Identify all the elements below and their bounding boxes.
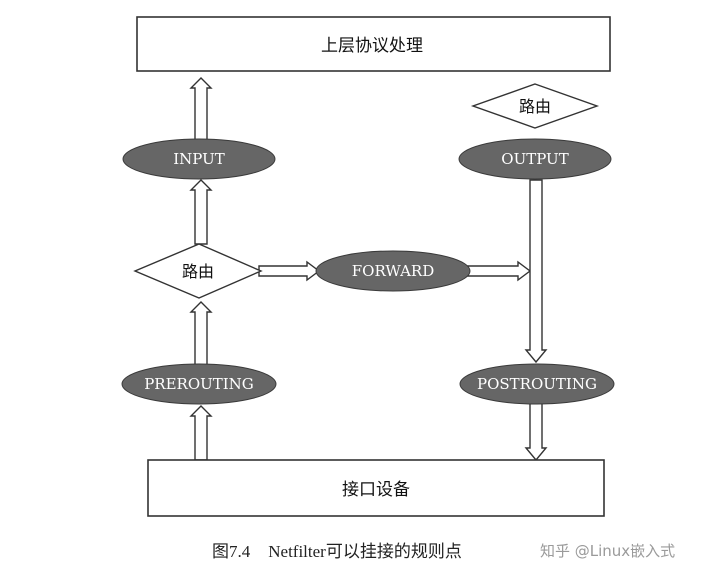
arrow-route-to-input <box>189 179 213 245</box>
arrow-prerouting-to-route <box>189 301 213 367</box>
interface-device-label: 接口设备 <box>342 480 410 500</box>
postrouting-label: POSTROUTING <box>477 375 597 393</box>
prerouting-node <box>121 363 277 405</box>
figure-number: 图7.4 <box>212 542 251 561</box>
route-label-right: 路由 <box>519 97 551 116</box>
interface-device-box <box>147 459 605 517</box>
forward-label: FORWARD <box>352 262 435 280</box>
output-node <box>458 138 612 180</box>
input-node <box>122 138 276 180</box>
route-label-left: 路由 <box>182 262 214 281</box>
arrow-route-to-forward <box>258 260 321 282</box>
arrow-postrouting-to-device <box>524 401 548 462</box>
route-diamond-left <box>133 243 263 299</box>
figure-caption-text: Netfilter可以挂接的规则点 <box>268 542 462 561</box>
arrow-output-to-postrouting <box>524 179 548 364</box>
postrouting-node <box>459 363 615 405</box>
arrow-device-to-prerouting <box>189 405 213 461</box>
arrow-forward-to-output-path <box>467 260 532 282</box>
forward-node <box>315 250 471 292</box>
input-label: INPUT <box>173 150 225 168</box>
prerouting-label: PREROUTING <box>144 375 254 393</box>
output-label: OUTPUT <box>501 150 568 168</box>
route-diamond-right <box>470 83 600 129</box>
upper-protocol-box <box>136 16 611 72</box>
upper-protocol-label: 上层协议处理 <box>321 36 423 56</box>
figure-caption: 图7.4 Netfilter可以挂接的规则点 <box>212 537 462 562</box>
arrow-input-to-upper <box>189 77 213 143</box>
source-watermark: 知乎 @Linux嵌入式 <box>540 542 676 560</box>
